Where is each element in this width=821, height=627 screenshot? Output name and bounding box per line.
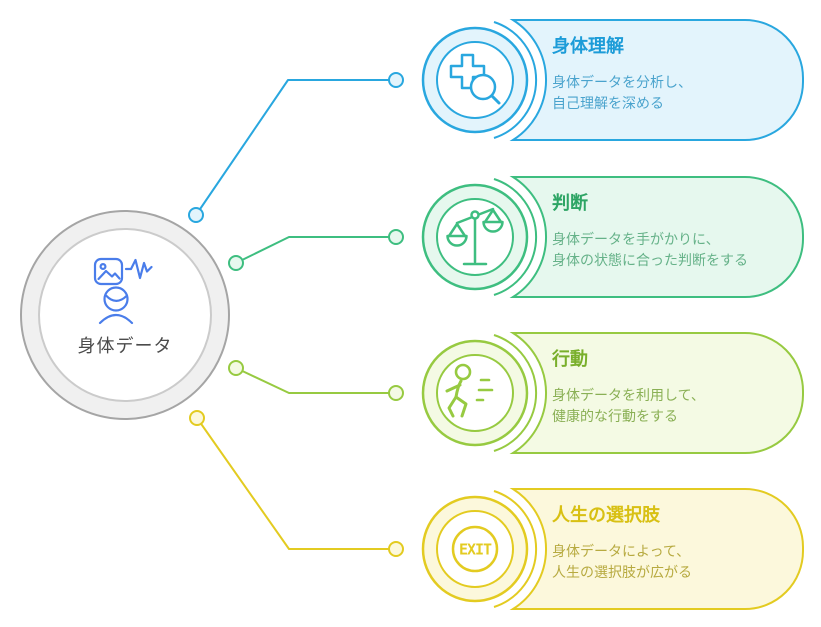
connector-start-dot [189, 410, 205, 426]
card-judgment: 判断 身体データを手がかりに、 身体の状態に合った判断をする [400, 172, 810, 302]
card-description-line1: 身体データを利用して、 [552, 388, 705, 404]
card-description: 身体データを分析し、 自己理解を深める [552, 73, 797, 115]
card-description: 身体データによって、 人生の選択肢が広がる [552, 542, 797, 584]
card-title: 身体理解 [552, 36, 624, 57]
runner-front-leg [454, 395, 468, 418]
card-body [509, 488, 804, 610]
connector-end-dot [388, 385, 404, 401]
center-label: 身体データ [77, 336, 173, 357]
card-echo-arc [493, 178, 538, 296]
scale-left-strings [447, 222, 467, 238]
card-shape: EXIT [421, 488, 804, 610]
magnifier-handle [490, 94, 501, 105]
person-icon-shoulders [98, 313, 134, 325]
card-description: 身体データを手がかりに、 身体の状態に合った判断をする [552, 230, 797, 272]
connector-line [235, 236, 396, 264]
media-waveform-person-icon [93, 257, 153, 325]
scale-left-pan [446, 234, 468, 247]
connector-end-dot [388, 229, 404, 245]
connector-life-options [189, 410, 404, 557]
scale-pivot [470, 210, 480, 220]
card-shape [421, 332, 804, 454]
card-description-line2: 健康的な行動をする [552, 409, 678, 425]
connector-action [228, 360, 404, 401]
connector-end-dot [388, 72, 404, 88]
card-description-line1: 身体データを手がかりに、 [552, 232, 720, 248]
connector-line [196, 417, 396, 550]
center-node: 身体データ [20, 210, 230, 420]
card-shape [421, 19, 804, 141]
card-echo-arc [493, 334, 538, 452]
medical-search-icon [449, 53, 501, 105]
exit-label: EXIT [459, 541, 492, 559]
magnifier-lens [469, 73, 497, 101]
image-icon [93, 257, 124, 286]
card-description-line2: 自己理解を深める [552, 96, 664, 112]
card-title: 人生の選択肢 [552, 505, 660, 526]
balance-scale-icon [446, 207, 504, 266]
center-node-inner-circle [38, 228, 212, 402]
image-icon-sun [99, 262, 107, 270]
card-description: 身体データを利用して、 健康的な行動をする [552, 386, 797, 428]
exit-circle [451, 525, 499, 573]
card-understanding: 身体理解 身体データを分析し、 自己理解を深める [400, 15, 810, 145]
runner-head [454, 363, 472, 381]
card-echo-arc [493, 21, 538, 139]
card-title: 行動 [552, 349, 588, 370]
icon-badge-inner [436, 510, 514, 588]
scale-right-pan [482, 220, 504, 233]
person-icon-face-line [104, 294, 128, 302]
runner-back-leg [447, 395, 458, 418]
card-body [509, 176, 804, 298]
card-description-line1: 身体データを分析し、 [552, 75, 692, 91]
exit-icon: EXIT [451, 525, 499, 573]
connector-line [235, 367, 396, 394]
connector-judgment [228, 229, 404, 271]
card-shape [421, 176, 804, 298]
connector-start-dot [228, 255, 244, 271]
connector-end-dot [388, 541, 404, 557]
card-description-line2: 身体の状態に合った判断をする [552, 253, 748, 269]
card-title: 判断 [552, 193, 588, 214]
icon-badge-inner [436, 354, 514, 432]
card-echo-arc [493, 490, 538, 608]
card-body [509, 19, 804, 141]
runner-icon [445, 363, 494, 418]
card-life-options: EXIT 人生の選択肢 身体データによって、 人生の選択肢が広がる [400, 484, 810, 614]
image-icon-mountain [97, 269, 121, 281]
scale-right-strings [483, 208, 503, 224]
card-body [509, 332, 804, 454]
person-icon-head [103, 286, 129, 312]
connector-start-dot [228, 360, 244, 376]
card-description-line2: 人生の選択肢が広がる [552, 565, 692, 581]
runner-arm [445, 383, 462, 393]
card-action: 行動 身体データを利用して、 健康的な行動をする [400, 328, 810, 458]
connector-start-dot [188, 207, 204, 223]
connector-understanding [188, 72, 404, 223]
connector-line [195, 79, 396, 216]
waveform-icon [124, 258, 153, 280]
card-description-line1: 身体データによって、 [552, 544, 691, 560]
